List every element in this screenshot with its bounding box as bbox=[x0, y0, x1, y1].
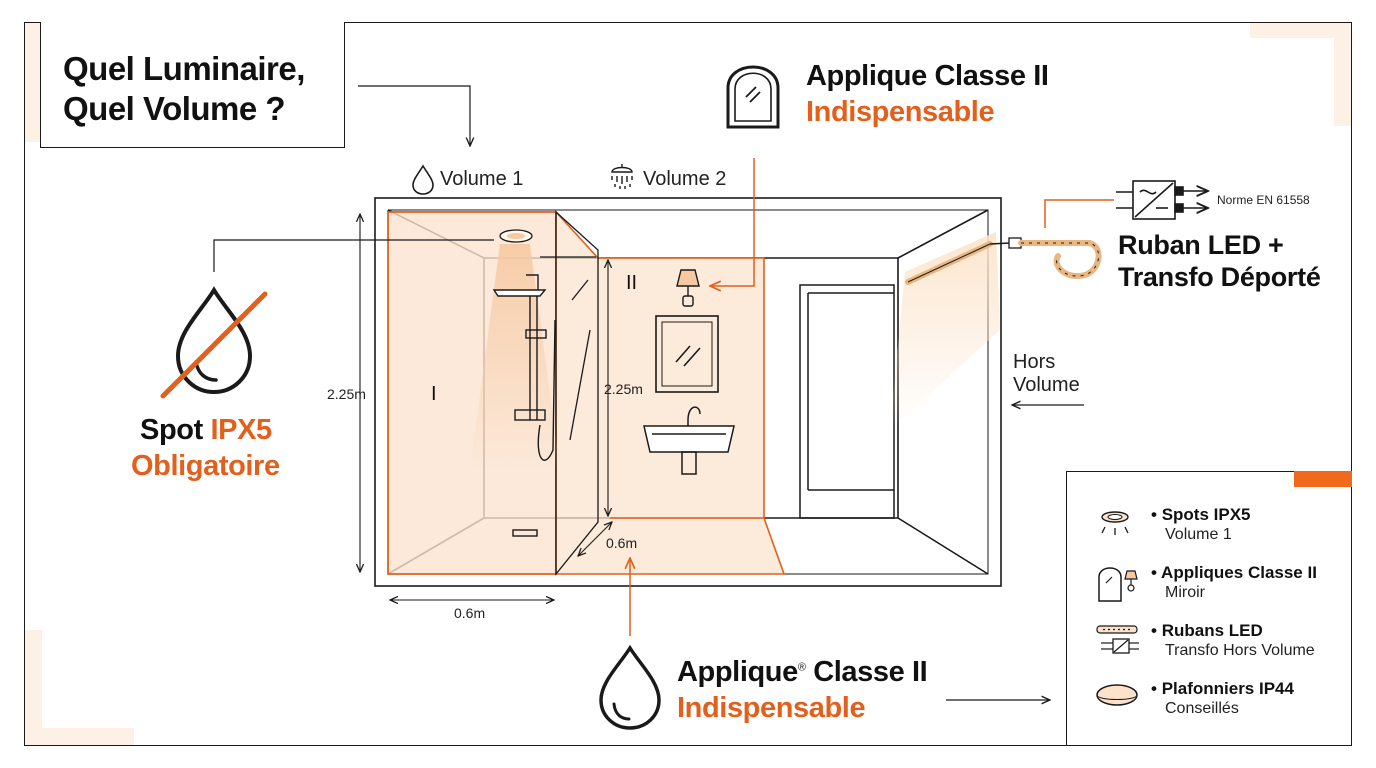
ruban-callout-line-1: Ruban LED + bbox=[1118, 230, 1284, 260]
transformer-icon bbox=[1116, 180, 1208, 220]
applique-bottom-class: Classe II bbox=[805, 656, 928, 688]
doorway bbox=[799, 284, 895, 519]
zone-volume-2 bbox=[555, 209, 786, 575]
legend-item: • Rubans LED Transfo Hors Volume bbox=[1067, 621, 1347, 671]
legend-item-title: • Spots IPX5 bbox=[1151, 505, 1251, 524]
shower-column bbox=[492, 274, 556, 537]
applique-bottom-line-1: Applique® Classe II bbox=[677, 656, 928, 689]
arched-mirror-icon bbox=[726, 65, 780, 129]
corner-decoration-top-left bbox=[24, 22, 42, 142]
dimension-width-bottom: 0.6m bbox=[454, 605, 486, 621]
page-title-line-2: Quel Volume ? bbox=[63, 90, 286, 127]
water-drop-large-icon bbox=[599, 644, 661, 730]
applique-top-arrow bbox=[710, 158, 755, 286]
applique-top-line-1: Applique Classe II bbox=[806, 60, 1049, 92]
water-drop-icon bbox=[412, 164, 434, 195]
applique-bottom-word: Applique bbox=[677, 656, 798, 688]
zone-2-numeral: II bbox=[626, 272, 638, 294]
legend-title-text: Spots IPX5 bbox=[1161, 505, 1251, 524]
led-strip-coil bbox=[1018, 240, 1102, 280]
legend-title-text: Plafonniers IP44 bbox=[1161, 679, 1294, 698]
zone-1-numeral: I bbox=[431, 383, 437, 405]
title-arrow bbox=[358, 85, 470, 146]
legend-item: • Plafonniers IP44 Conseillés bbox=[1067, 679, 1347, 729]
no-water-drop-icon bbox=[160, 286, 268, 399]
led-strip-edge bbox=[907, 243, 991, 283]
corner-decoration-bottom-left-h bbox=[24, 728, 134, 746]
applique-top-line-2: Indispensable bbox=[806, 96, 995, 128]
spot-callout-prefix: Spot bbox=[140, 414, 211, 446]
legend-item-sub: Volume 1 bbox=[1165, 526, 1232, 543]
led-strip-transformer-icon bbox=[1096, 625, 1139, 654]
legend-item-title: • Plafonniers IP44 bbox=[1151, 679, 1294, 698]
ceiling-light-icon bbox=[1096, 684, 1138, 706]
transformer-connector-line bbox=[1044, 199, 1114, 228]
legend-item-sub: Transfo Hors Volume bbox=[1165, 642, 1315, 659]
volume-1-label: Volume 1 bbox=[440, 168, 524, 190]
legend-item-title: • Rubans LED bbox=[1151, 621, 1263, 640]
dimension-width-diagonal: 0.6m bbox=[606, 535, 638, 551]
page-frame bbox=[24, 22, 1352, 746]
shower-head-icon bbox=[611, 164, 633, 189]
dimension-height-middle: 2.25m bbox=[604, 381, 643, 397]
applique-bottom-line-2: Indispensable bbox=[677, 692, 866, 724]
norme-label: Norme EN 61558 bbox=[1217, 193, 1310, 207]
spot-callout-line-2: Obligatoire bbox=[131, 450, 280, 482]
legend-accent-bar bbox=[1294, 471, 1352, 487]
title-box: Quel Luminaire, Quel Volume ? bbox=[40, 22, 345, 148]
recessed-spot-icon bbox=[1101, 511, 1129, 535]
led-strip-wire bbox=[989, 242, 1011, 245]
legend-item: • Spots IPX5 Volume 1 bbox=[1067, 505, 1347, 555]
washbasin bbox=[643, 406, 735, 475]
led-strip-glow bbox=[890, 232, 1000, 430]
ruban-callout-line-2: Transfo Déporté bbox=[1118, 262, 1321, 292]
ceiling-spot-lens bbox=[507, 233, 525, 239]
mirror bbox=[655, 315, 719, 393]
spot-callout-ipx5: IPX5 bbox=[210, 414, 273, 446]
dimension-lines bbox=[360, 214, 612, 600]
legend-panel: • Spots IPX5 Volume 1 • Appliques Classe… bbox=[1066, 471, 1352, 746]
corner-decoration-top-right bbox=[1250, 22, 1352, 38]
legend-item: • Appliques Classe II Miroir bbox=[1067, 563, 1347, 613]
corner-decoration-bottom-left bbox=[24, 630, 42, 746]
spot-pointer-line bbox=[213, 239, 494, 272]
legend-item-sub: Conseillés bbox=[1165, 700, 1239, 717]
applique-bottom-sup: ® bbox=[797, 661, 806, 674]
legend-title-text: Appliques Classe II bbox=[1161, 563, 1317, 582]
legend-item-sub: Miroir bbox=[1165, 584, 1205, 601]
legend-item-title: • Appliques Classe II bbox=[1151, 563, 1317, 582]
dimension-height-left: 2.25m bbox=[327, 386, 366, 402]
page-title-line-1: Quel Luminaire, bbox=[63, 50, 305, 87]
legend-title-text: Rubans LED bbox=[1161, 621, 1263, 640]
mirror-sconce-icon bbox=[1098, 567, 1138, 602]
hors-volume-label-line-1: Hors bbox=[1013, 351, 1056, 373]
volume-2-label: Volume 2 bbox=[643, 168, 727, 190]
hors-volume-label-line-2: Volume bbox=[1013, 374, 1080, 396]
spot-callout-line-1: Spot IPX5 bbox=[140, 414, 272, 447]
wall-sconce bbox=[676, 269, 700, 307]
corner-decoration-top-right-v bbox=[1334, 22, 1352, 126]
